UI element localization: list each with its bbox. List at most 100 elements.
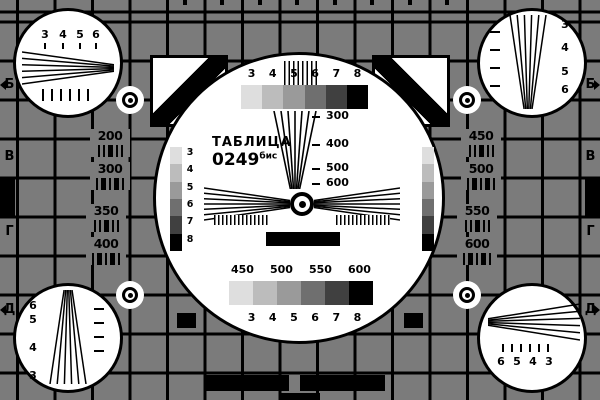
fine-grating-right — [336, 215, 390, 225]
scale-label: 5 — [290, 311, 298, 324]
strip-labels: 3 4 5 6 7 8 — [184, 147, 196, 251]
vertical-resolution-wedge — [273, 111, 317, 189]
frequency-label: 550 — [309, 263, 332, 276]
cropped-digit-mark — [183, 0, 187, 5]
panel-value: 300 — [97, 161, 123, 176]
gray-step — [241, 85, 263, 109]
corner-label: 6 — [561, 83, 569, 96]
gray-step — [170, 164, 182, 182]
gray-step — [422, 181, 434, 199]
edge-black-cell-right — [585, 179, 600, 216]
scale-label: 7 — [332, 311, 341, 324]
gray-step — [277, 281, 301, 305]
edge-black-cell-left — [0, 179, 15, 216]
panel-value: 500 — [468, 161, 494, 176]
frequency-label: 500 — [270, 263, 293, 276]
target-ring — [122, 92, 138, 108]
corner-wedge-fan — [509, 15, 547, 109]
cropped-digit-mark — [295, 0, 299, 5]
row-letter-right: В — [585, 149, 596, 164]
cropped-digit-mark — [220, 0, 224, 5]
left-gray-strip — [170, 147, 182, 251]
gray-step — [283, 85, 305, 109]
gray-step — [229, 281, 253, 305]
scale-label: 5 — [290, 67, 298, 80]
bottom-black-bar-left — [204, 375, 289, 391]
gray-step — [253, 281, 277, 305]
bottom-scale-labels: 3 4 5 6 7 8 — [241, 311, 368, 327]
wedge-frequency-label: 400 — [326, 137, 349, 150]
target-dot — [464, 97, 470, 103]
corner-circle-bottom-left: 6 5 4 3 — [13, 283, 123, 393]
resolution-ticks — [90, 178, 130, 190]
bottom-cropped-bar — [280, 393, 320, 400]
scale-label: 8 — [353, 311, 362, 324]
panel-value: 350 — [93, 203, 119, 218]
panel-value-block: 350 — [86, 204, 126, 232]
center-target — [290, 192, 314, 216]
gray-step — [170, 216, 182, 234]
target-dot — [464, 292, 470, 298]
gray-step — [422, 147, 434, 165]
corner-label: 4 — [529, 355, 537, 368]
panel-value-block: 400 — [86, 237, 126, 265]
gray-step — [170, 233, 182, 251]
wedge-frequency-label: 600 — [326, 176, 349, 189]
frequency-label: 600 — [348, 263, 371, 276]
gray-step — [422, 216, 434, 234]
card-code-number: 0249 — [212, 150, 260, 170]
horizontal-wedge-left — [204, 187, 290, 221]
panel-value-block: 300 — [90, 162, 130, 190]
corner-circle-top-left: 3 4 5 6 — [13, 8, 123, 118]
corner-wedge-fan — [49, 290, 87, 384]
target-dot — [298, 200, 306, 208]
right-gray-strip — [422, 147, 434, 251]
row-letter-right: Д — [584, 302, 597, 317]
row-letter-left: В — [4, 149, 15, 164]
target-ring — [122, 287, 138, 303]
black-square-left — [177, 313, 196, 328]
gray-step — [346, 85, 369, 109]
resolution-ticks — [90, 145, 130, 157]
bullseye-target — [453, 281, 481, 309]
scale-label: 3 — [247, 311, 256, 324]
cropped-digit-mark — [258, 0, 262, 5]
resolution-ticks — [461, 145, 501, 157]
strip-label: 7 — [186, 216, 194, 228]
scale-label: 7 — [332, 67, 341, 80]
scale-label: 3 — [247, 67, 256, 80]
corner-label: 6 — [497, 355, 505, 368]
target-dot — [127, 97, 133, 103]
strip-label: 8 — [186, 233, 194, 245]
corner-label: 5 — [513, 355, 521, 368]
corner-label: 3 — [41, 28, 49, 41]
gray-step — [422, 233, 434, 251]
corner-label: 4 — [561, 41, 569, 54]
letter-marker-triangle — [594, 80, 600, 90]
fine-grating-left — [214, 215, 268, 225]
frequency-scale-labels: 450 500 550 600 — [231, 263, 371, 277]
bullseye-target — [116, 86, 144, 114]
corner-circle-top-right: 3 4 5 6 — [477, 8, 587, 118]
strip-label: 6 — [186, 198, 194, 210]
resolution-ticks — [457, 220, 497, 232]
panel-value-block: 600 — [457, 237, 497, 265]
bullseye-target — [116, 281, 144, 309]
gray-step — [170, 198, 182, 217]
letter-marker-triangle — [594, 305, 600, 315]
gray-step — [422, 198, 434, 217]
corner-label: 3 — [545, 355, 553, 368]
resolution-ticks — [86, 220, 126, 232]
corner-label: 6 — [92, 28, 100, 41]
top-line-grating — [284, 61, 320, 87]
top-scale-labels: 3 4 5 6 7 8 — [241, 67, 368, 83]
letter-marker-triangle — [0, 80, 6, 90]
panel-value-block: 200 — [90, 129, 130, 157]
target-ring — [459, 92, 475, 108]
frequency-label: 450 — [231, 263, 254, 276]
gray-step — [170, 181, 182, 199]
panel-value: 550 — [464, 203, 490, 218]
wedge-frequency-label: 500 — [326, 161, 349, 174]
cropped-digit-mark — [445, 0, 449, 5]
